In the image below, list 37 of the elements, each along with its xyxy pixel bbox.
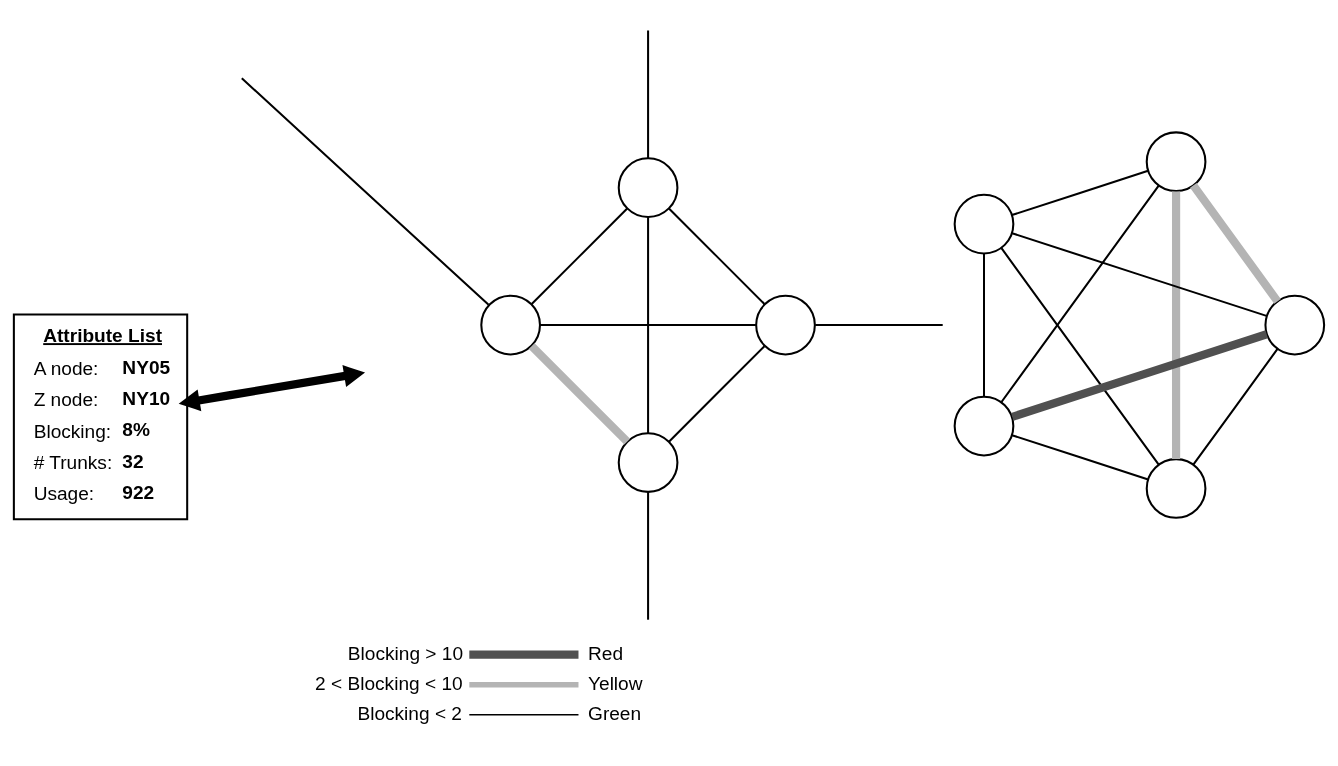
connector [668, 345, 766, 443]
node-circle [1264, 294, 1326, 356]
connector [668, 207, 766, 305]
node-circle [617, 157, 679, 218]
legend-label: Blocking > 10 [347, 642, 464, 664]
legend-label: Blocking < 2 [357, 702, 462, 724]
node-circle [480, 294, 541, 356]
connector [1011, 232, 1267, 317]
node-circle [1145, 131, 1207, 193]
connector [1000, 185, 1160, 403]
connector [647, 30, 650, 158]
connector [647, 492, 650, 620]
connector [1011, 330, 1268, 421]
node-circle [953, 395, 1015, 457]
node-circle [953, 193, 1015, 255]
connector [1171, 191, 1181, 459]
connector [1000, 247, 1160, 466]
legend-label: 2 < Blocking < 10 [315, 672, 463, 694]
connector [982, 253, 986, 397]
node-box: Attribute List A node: NY05 Z node: NY10 Blocking: 8% # Trunks: 32 Usage: 922 [12, 313, 189, 521]
node-circle [1145, 458, 1207, 519]
connector [241, 77, 490, 306]
connector [815, 324, 943, 327]
connector [528, 343, 631, 445]
arrow [178, 365, 366, 412]
label: Yellow [588, 672, 643, 694]
label: Green [588, 702, 642, 724]
connector [540, 324, 756, 327]
connector [1192, 348, 1279, 466]
connector [1190, 183, 1281, 304]
connector [531, 207, 628, 305]
label: Red [588, 642, 624, 664]
connector [1011, 169, 1149, 216]
connector [1011, 434, 1149, 481]
node-circle [755, 294, 816, 356]
node-circle [617, 432, 679, 493]
connector [647, 217, 650, 434]
